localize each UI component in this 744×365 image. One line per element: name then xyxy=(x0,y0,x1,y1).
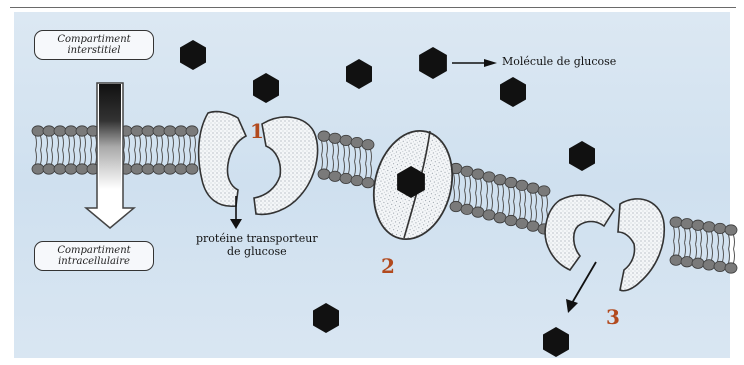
lipid-head xyxy=(516,180,528,190)
lipid-head xyxy=(692,220,704,230)
lipid-head xyxy=(351,137,363,147)
lipid-head xyxy=(516,218,528,228)
lipid-head xyxy=(142,164,154,174)
glucose-hexagon-icon xyxy=(313,303,339,333)
lipid-head xyxy=(43,164,55,174)
lipid-head xyxy=(164,126,176,136)
lipid-head xyxy=(461,204,473,214)
lipid-head xyxy=(340,173,352,183)
lipid-head xyxy=(670,217,682,227)
step-2-number: 2 xyxy=(381,254,395,278)
transporter-protein-3 xyxy=(545,195,664,313)
lipid-head xyxy=(725,263,737,273)
lipid-head xyxy=(505,177,517,187)
lipid-head xyxy=(131,126,143,136)
glucose-hexagon-icon xyxy=(253,73,279,103)
glucose-hexagon-icon xyxy=(419,47,447,79)
intracellular-compartment-label: Compartiment intracellulaire xyxy=(34,241,154,271)
lipid-head xyxy=(153,126,165,136)
glucose-hexagon-icon xyxy=(543,327,569,357)
glucose-hexagon-icon xyxy=(569,141,595,171)
lipid-head xyxy=(43,126,55,136)
glucose-hexagon-icon xyxy=(346,59,372,89)
lipid-head xyxy=(703,222,715,232)
lipid-head xyxy=(472,207,484,217)
lipid-head xyxy=(175,126,187,136)
lipid-head xyxy=(494,213,506,223)
lipid-head xyxy=(142,126,154,136)
lipid-head xyxy=(681,257,693,267)
lipid-head xyxy=(76,126,88,136)
lipid-head xyxy=(450,201,462,211)
lipid-head xyxy=(714,261,726,271)
legend-arrow-icon xyxy=(452,59,497,67)
down-arrow-icon xyxy=(86,83,134,228)
lipid-head xyxy=(153,164,165,174)
glucose-hexagon-icon xyxy=(500,77,526,107)
lipid-head xyxy=(340,135,352,145)
lipid-head xyxy=(538,186,550,196)
glucose-legend-label: Molécule de glucose xyxy=(502,55,616,68)
lipid-head xyxy=(186,164,198,174)
lipid-head xyxy=(362,177,374,187)
lipid-head xyxy=(54,126,66,136)
lipid-head xyxy=(351,175,363,185)
step-1-number: 1 xyxy=(250,119,264,143)
lipid-head xyxy=(65,126,77,136)
lipid-head xyxy=(32,164,44,174)
lipid-head xyxy=(725,225,737,235)
lipid-head xyxy=(472,169,484,179)
lipid-head xyxy=(681,219,693,229)
lipid-head xyxy=(527,221,539,231)
lipid-head xyxy=(692,258,704,268)
lipid-head xyxy=(76,164,88,174)
lipid-head xyxy=(186,126,198,136)
glucose-hexagon-icon xyxy=(180,40,206,70)
lipid-head xyxy=(494,175,506,185)
lipid-head xyxy=(131,164,143,174)
lipid-head xyxy=(164,164,176,174)
lipid-head xyxy=(483,210,495,220)
lipid-head xyxy=(461,166,473,176)
lipid-head xyxy=(329,171,341,181)
lipid-head xyxy=(65,164,77,174)
lipid-head xyxy=(329,133,341,143)
lipid-head xyxy=(362,139,374,149)
lipid-head xyxy=(505,215,517,225)
step-3-number: 3 xyxy=(606,305,620,329)
lipid-head xyxy=(318,131,330,141)
lipid-head xyxy=(527,183,539,193)
lipid-head xyxy=(714,223,726,233)
lipid-head xyxy=(32,126,44,136)
lipid-head xyxy=(318,169,330,179)
transporter-label: protéine transporteur de glucose xyxy=(196,232,318,258)
lipid-head xyxy=(483,172,495,182)
lipid-head xyxy=(175,164,187,174)
lipid-head xyxy=(703,260,715,270)
lipid-head xyxy=(670,255,682,265)
lipid-head xyxy=(54,164,66,174)
extracellular-compartment-label: Compartiment interstitiel xyxy=(34,30,154,60)
